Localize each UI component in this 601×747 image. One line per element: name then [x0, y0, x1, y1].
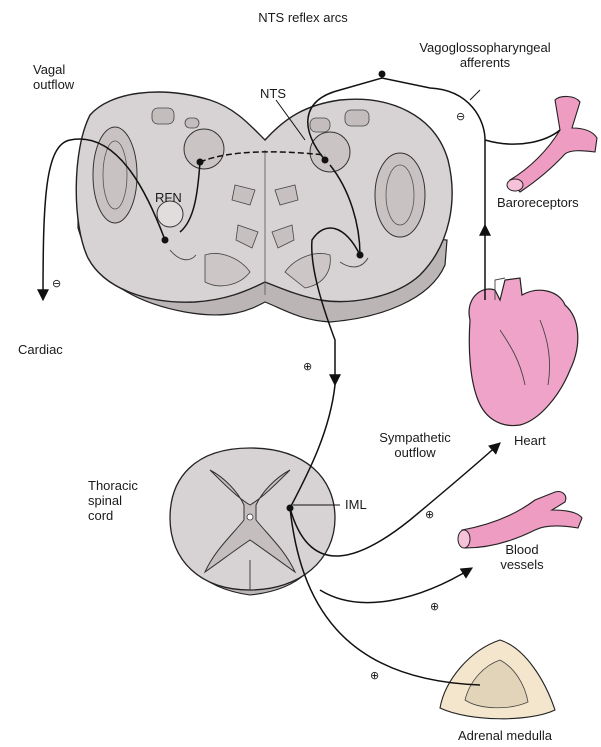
- thoracic-spinal-cord-label: Thoracic spinal cord: [88, 478, 138, 523]
- right-blob-2: [345, 110, 369, 126]
- right-nts-neuron: [322, 157, 329, 164]
- rfn-label: RFN: [155, 190, 182, 205]
- sign-descending: ⊕: [303, 360, 312, 373]
- left-nts-region: [184, 129, 224, 169]
- blood-vessel-shape: [462, 492, 582, 548]
- carotid-cut-end: [507, 179, 523, 191]
- sign-afferent: ⊖: [456, 110, 465, 123]
- iml-neuron: [287, 505, 294, 512]
- baroreceptor-afferent-path: [485, 130, 560, 144]
- medulla-cross-section: [76, 92, 452, 322]
- vagoglossopharyngeal-afferents-label: Vagoglossopharyngeal afferents: [405, 40, 565, 70]
- vagal-outflow-label: Vagal outflow: [33, 62, 74, 92]
- diagram-title: NTS reflex arcs: [248, 10, 358, 25]
- descending-neuron: [357, 252, 364, 259]
- blood-vessel-cut-end: [458, 530, 470, 548]
- central-canal: [247, 514, 253, 520]
- sign-adrenal: ⊕: [370, 669, 379, 682]
- adrenal-medulla-label: Adrenal medulla: [445, 728, 565, 743]
- afferent-ganglion: [379, 71, 386, 78]
- left-blob-2: [185, 118, 199, 128]
- nts-label: NTS: [260, 86, 286, 101]
- iml-label: IML: [345, 497, 367, 512]
- heart-organ: [469, 278, 578, 426]
- sympathetic-vessel-path: [320, 568, 472, 603]
- right-blob-1: [310, 118, 330, 132]
- sign-cardiac: ⊖: [52, 277, 61, 290]
- right-olive: [375, 153, 425, 237]
- left-nts-neuron: [197, 159, 204, 166]
- sympathetic-outflow-label: Sympathetic outflow: [370, 430, 460, 460]
- blood-vessel-organ: [458, 492, 582, 548]
- heart-shape: [469, 278, 578, 426]
- afferent-label-pointer: [470, 90, 480, 100]
- cardiac-label: Cardiac: [18, 342, 63, 357]
- thoracic-spinal-cord: [170, 448, 335, 595]
- adrenal-organ: [440, 640, 555, 719]
- sign-vessels: ⊕: [430, 600, 439, 613]
- heart-label: Heart: [514, 433, 546, 448]
- baroreceptors-label: Baroreceptors: [497, 195, 579, 210]
- sign-heart: ⊕: [425, 508, 434, 521]
- rfn-neuron: [162, 237, 169, 244]
- blood-vessels-label: Blood vessels: [492, 542, 552, 572]
- left-blob-1: [152, 108, 174, 124]
